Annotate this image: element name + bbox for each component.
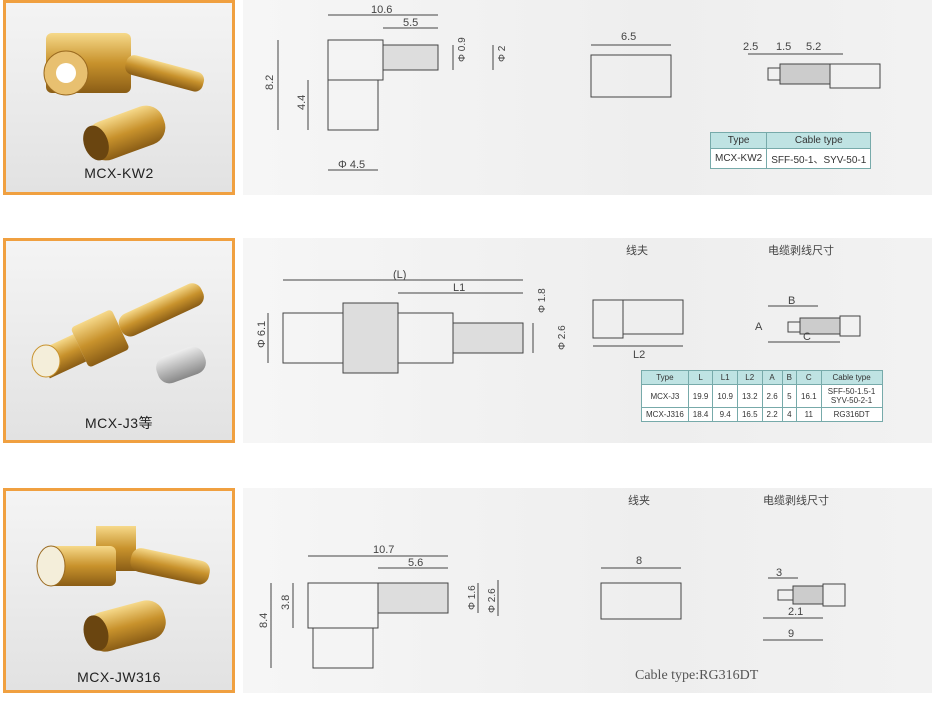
svg-text:2.1: 2.1 (788, 606, 803, 618)
svg-text:8.2: 8.2 (264, 75, 276, 90)
svg-text:10.7: 10.7 (373, 544, 394, 556)
product-row-2: MCX-J3等 (L) (0, 238, 932, 443)
svg-text:Φ 4.5: Φ 4.5 (338, 159, 365, 171)
cable-type-caption: Cable type:RG316DT (635, 668, 759, 683)
svg-text:L1: L1 (453, 282, 465, 294)
product-row-1: MCX-KW2 10.6 5.5 8.2 4.4 Φ 4.5 Φ 0.9 Φ 2 (0, 0, 932, 200)
svg-text:3: 3 (776, 567, 782, 579)
svg-text:L2: L2 (633, 349, 645, 361)
svg-text:线夫: 线夫 (626, 243, 648, 257)
svg-text:5.5: 5.5 (403, 17, 418, 29)
svg-text:Φ 0.9: Φ 0.9 (457, 37, 468, 62)
svg-text:电缆剥线尺寸: 电缆剥线尺寸 (768, 243, 834, 257)
svg-text:线夹: 线夹 (628, 493, 650, 507)
svg-text:1.5: 1.5 (776, 41, 791, 53)
connector-image (43, 33, 205, 161)
dimension-drawing: (L) L1 Φ 6.1 Φ 1.8 Φ 2.6 线夫 L2 电缆剥线尺寸 A … (256, 243, 861, 374)
dimension-drawing: 10.7 5.6 8.4 3.8 Φ 1.6 Φ 2.6 线夹 8 电缆剥线尺寸… (258, 493, 846, 669)
dimension-drawing: 10.6 5.5 8.2 4.4 Φ 4.5 Φ 0.9 Φ 2 6.5 2.5… (264, 4, 881, 171)
product-name: MCX-JW316 (77, 669, 161, 685)
svg-text:6.5: 6.5 (621, 31, 636, 43)
drawing-panel: 10.7 5.6 8.4 3.8 Φ 1.6 Φ 2.6 线夹 8 电缆剥线尺寸… (243, 488, 932, 693)
svg-text:C: C (803, 331, 811, 343)
svg-text:8.4: 8.4 (258, 613, 270, 628)
svg-text:5.6: 5.6 (408, 557, 423, 569)
spec-table: Type L L1 L2 A B C Cable type MCX-J3 19.… (641, 370, 883, 422)
svg-text:B: B (788, 295, 795, 307)
drawing-panel: (L) L1 Φ 6.1 Φ 1.8 Φ 2.6 线夫 L2 电缆剥线尺寸 A … (243, 238, 932, 443)
svg-text:电缆剥线尺寸: 电缆剥线尺寸 (763, 493, 829, 507)
svg-text:A: A (755, 321, 763, 333)
svg-text:2.5: 2.5 (743, 41, 758, 53)
product-name: MCX-J3等 (84, 415, 154, 431)
svg-text:(L): (L) (393, 269, 406, 281)
svg-text:Φ 1.6: Φ 1.6 (467, 585, 478, 610)
product-row-3: MCX-JW316 10.7 (0, 488, 932, 696)
svg-text:4.4: 4.4 (296, 95, 308, 110)
product-image-card: MCX-KW2 (3, 0, 235, 195)
svg-text:Φ 2: Φ 2 (497, 45, 508, 62)
svg-text:3.8: 3.8 (280, 595, 292, 610)
svg-text:10.6: 10.6 (371, 4, 392, 16)
svg-text:Φ 6.1: Φ 6.1 (256, 321, 268, 348)
svg-text:Φ 2.6: Φ 2.6 (557, 325, 568, 350)
svg-text:Φ 2.6: Φ 2.6 (487, 588, 498, 613)
drawing-panel: 10.6 5.5 8.2 4.4 Φ 4.5 Φ 0.9 Φ 2 6.5 2.5… (243, 0, 932, 195)
svg-text:Φ 1.8: Φ 1.8 (537, 288, 548, 313)
svg-text:5.2: 5.2 (806, 41, 821, 53)
product-image-card: MCX-J3等 (3, 238, 235, 443)
svg-text:9: 9 (788, 628, 794, 640)
svg-text:8: 8 (636, 555, 642, 567)
connector-image (31, 283, 206, 384)
product-image-card: MCX-JW316 (3, 488, 235, 693)
connector-image (36, 526, 210, 652)
product-name: MCX-KW2 (84, 165, 154, 181)
